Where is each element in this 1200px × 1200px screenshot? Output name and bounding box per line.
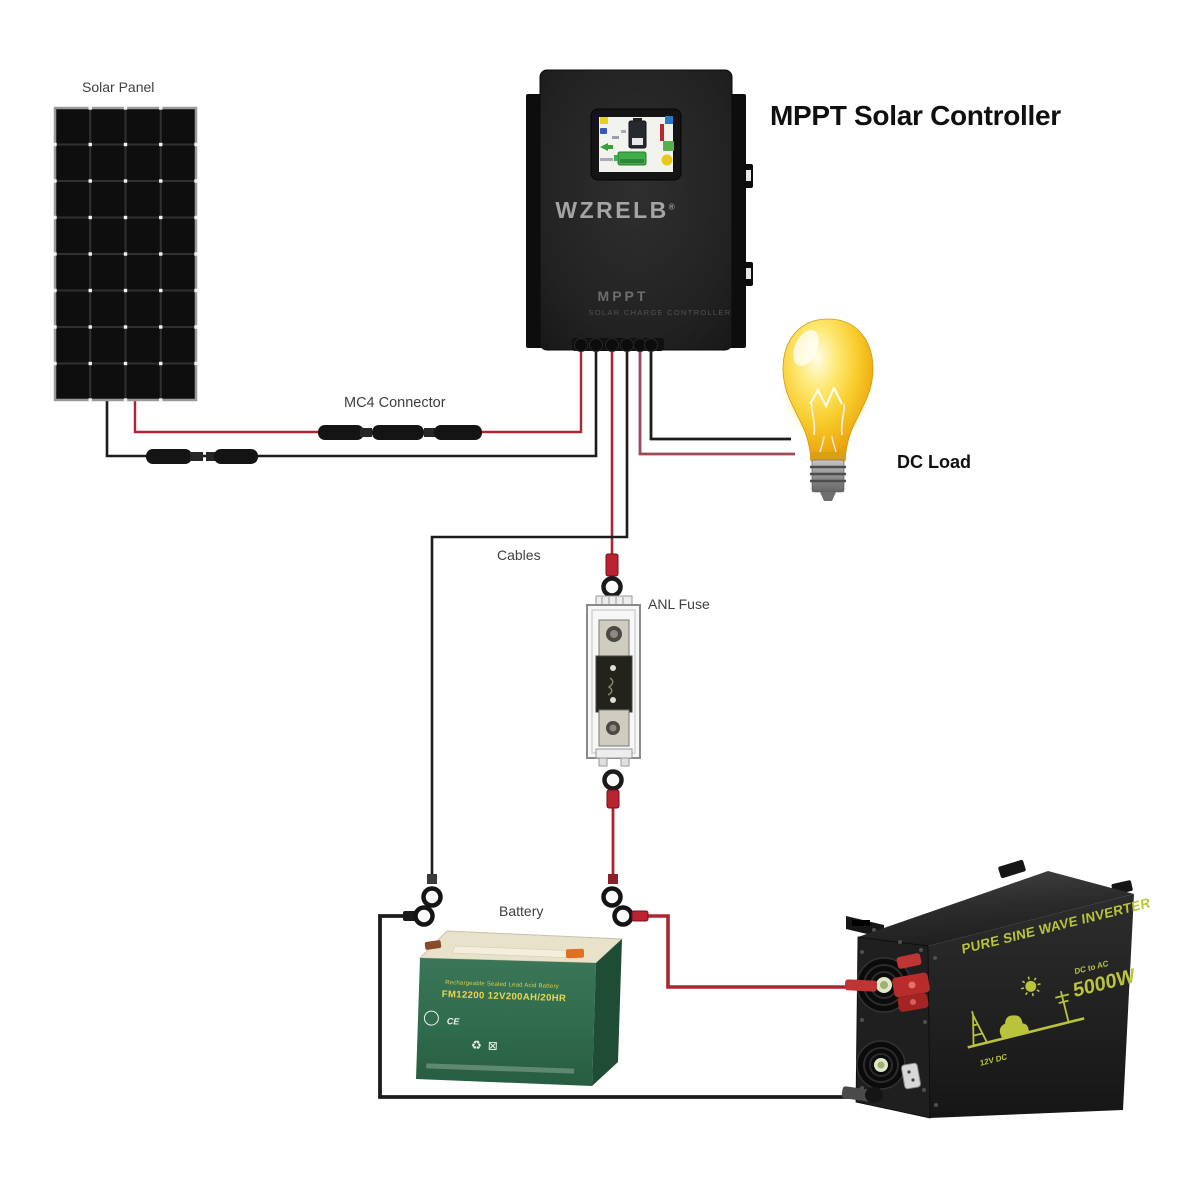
wire-panel-negative — [105, 352, 598, 458]
battery-cert-ul-icon — [423, 1010, 440, 1026]
solar-panel-grid — [53, 106, 198, 402]
bulb-base — [811, 459, 845, 493]
screen-arrow-icon — [600, 143, 608, 151]
controller-terminals — [574, 338, 658, 352]
battery-terminal-positive — [565, 948, 585, 959]
battery-recycle-icon: ♻⊠ — [470, 1037, 505, 1054]
power-pole-icon — [971, 1011, 988, 1046]
ring-terminal — [601, 886, 623, 908]
battery-front-labels: Rechargeable Sealed Lead Acid Battery FM… — [411, 958, 595, 1094]
ring-terminal — [612, 905, 634, 927]
inverter-input: 12V DC — [979, 1052, 1008, 1068]
fuse-element — [595, 655, 633, 713]
controller-brand: WZRELB® — [555, 197, 675, 223]
battery-terminal-negative — [424, 940, 442, 950]
solar-panel — [53, 106, 198, 402]
inverter-dc-terminals — [892, 953, 930, 1012]
battery-lugs — [403, 874, 649, 927]
bulb-tip — [820, 492, 836, 501]
mc4-connector-negative-pair — [146, 449, 258, 464]
wire-battery-negative-to-inverter — [378, 914, 852, 1099]
battery-top — [418, 930, 624, 964]
fuse-sleeve-top — [605, 553, 619, 577]
wire-dcload-negative — [649, 352, 791, 441]
screen-sun-icon — [600, 117, 608, 124]
screen-soc-battery-icon — [617, 151, 647, 166]
ring-terminal — [421, 886, 443, 908]
cables-label: Cables — [497, 547, 541, 563]
controller-flange-left — [526, 94, 542, 348]
bulb-neck — [810, 452, 846, 462]
wire-battery-positive-to-inverter — [646, 914, 852, 989]
screen-ok-icon — [663, 141, 674, 151]
mc4-connector-positive-pair — [318, 425, 482, 440]
trademark-icon: ® — [668, 202, 675, 212]
bulb-filament — [809, 385, 846, 453]
wires — [105, 352, 852, 1099]
inverter-negative-sleeve — [841, 1086, 873, 1102]
wire-controller-to-battery-negative — [430, 352, 629, 878]
screen-load-bar-icon — [660, 124, 664, 141]
inverter-front-labels: PURE SINE WAVE INVERTER DC to AC 5000W 1… — [928, 894, 1179, 1120]
light-bulb — [761, 314, 893, 501]
inverter — [841, 859, 1134, 1119]
screen-icons — [600, 116, 674, 166]
wire-panel-positive — [133, 352, 583, 434]
fan-icon — [856, 1040, 906, 1090]
controller-mount-tab — [744, 164, 753, 286]
utility-pole-icon — [1055, 990, 1070, 1023]
inverter-top — [858, 871, 1134, 946]
inverter-positive-sleeve — [844, 979, 878, 992]
controller-mode-label: MPPT — [597, 288, 649, 304]
screen-grid-icon — [665, 116, 673, 124]
mc4-connector-label: MC4 Connector — [344, 395, 446, 411]
ring-terminal — [601, 576, 623, 598]
screen-indicator-icon — [661, 154, 673, 166]
wire-dcload-positive — [638, 352, 795, 456]
solar-panel-label: Solar Panel — [82, 79, 155, 95]
dc-load-label: DC Load — [897, 452, 971, 472]
controller-flange-right — [730, 94, 746, 348]
screen-pv-icon — [600, 128, 607, 134]
battery-label: Battery — [499, 903, 544, 919]
ring-terminal — [413, 905, 435, 927]
anl-fuse — [586, 553, 641, 809]
battery-model: FM12200 12V200AH/20HR — [441, 988, 567, 1005]
battery-cert-ce: CE — [446, 1016, 460, 1027]
sun-icon — [1020, 976, 1041, 997]
anl-fuse-label: ANL Fuse — [648, 596, 710, 612]
inverter-front — [928, 894, 1134, 1118]
battery-front — [416, 958, 596, 1086]
battery-tagline: Rechargeable Sealed Lead Acid Battery — [445, 980, 559, 991]
inverter-ac-socket — [901, 1062, 921, 1090]
fuse-sleeve-bottom — [606, 789, 620, 809]
page-title: MPPT Solar Controller — [770, 100, 1061, 131]
mppt-controller — [526, 69, 753, 352]
battery — [416, 930, 624, 1086]
bulb-highlight — [793, 330, 819, 366]
battery-fineprint — [426, 1063, 575, 1074]
battery-side — [592, 939, 622, 1086]
inverter-scene-icons — [967, 976, 1085, 1049]
controller-subtitle: SOLAR CHARGE CONTROLLER — [588, 308, 732, 317]
ring-terminal — [602, 769, 624, 791]
